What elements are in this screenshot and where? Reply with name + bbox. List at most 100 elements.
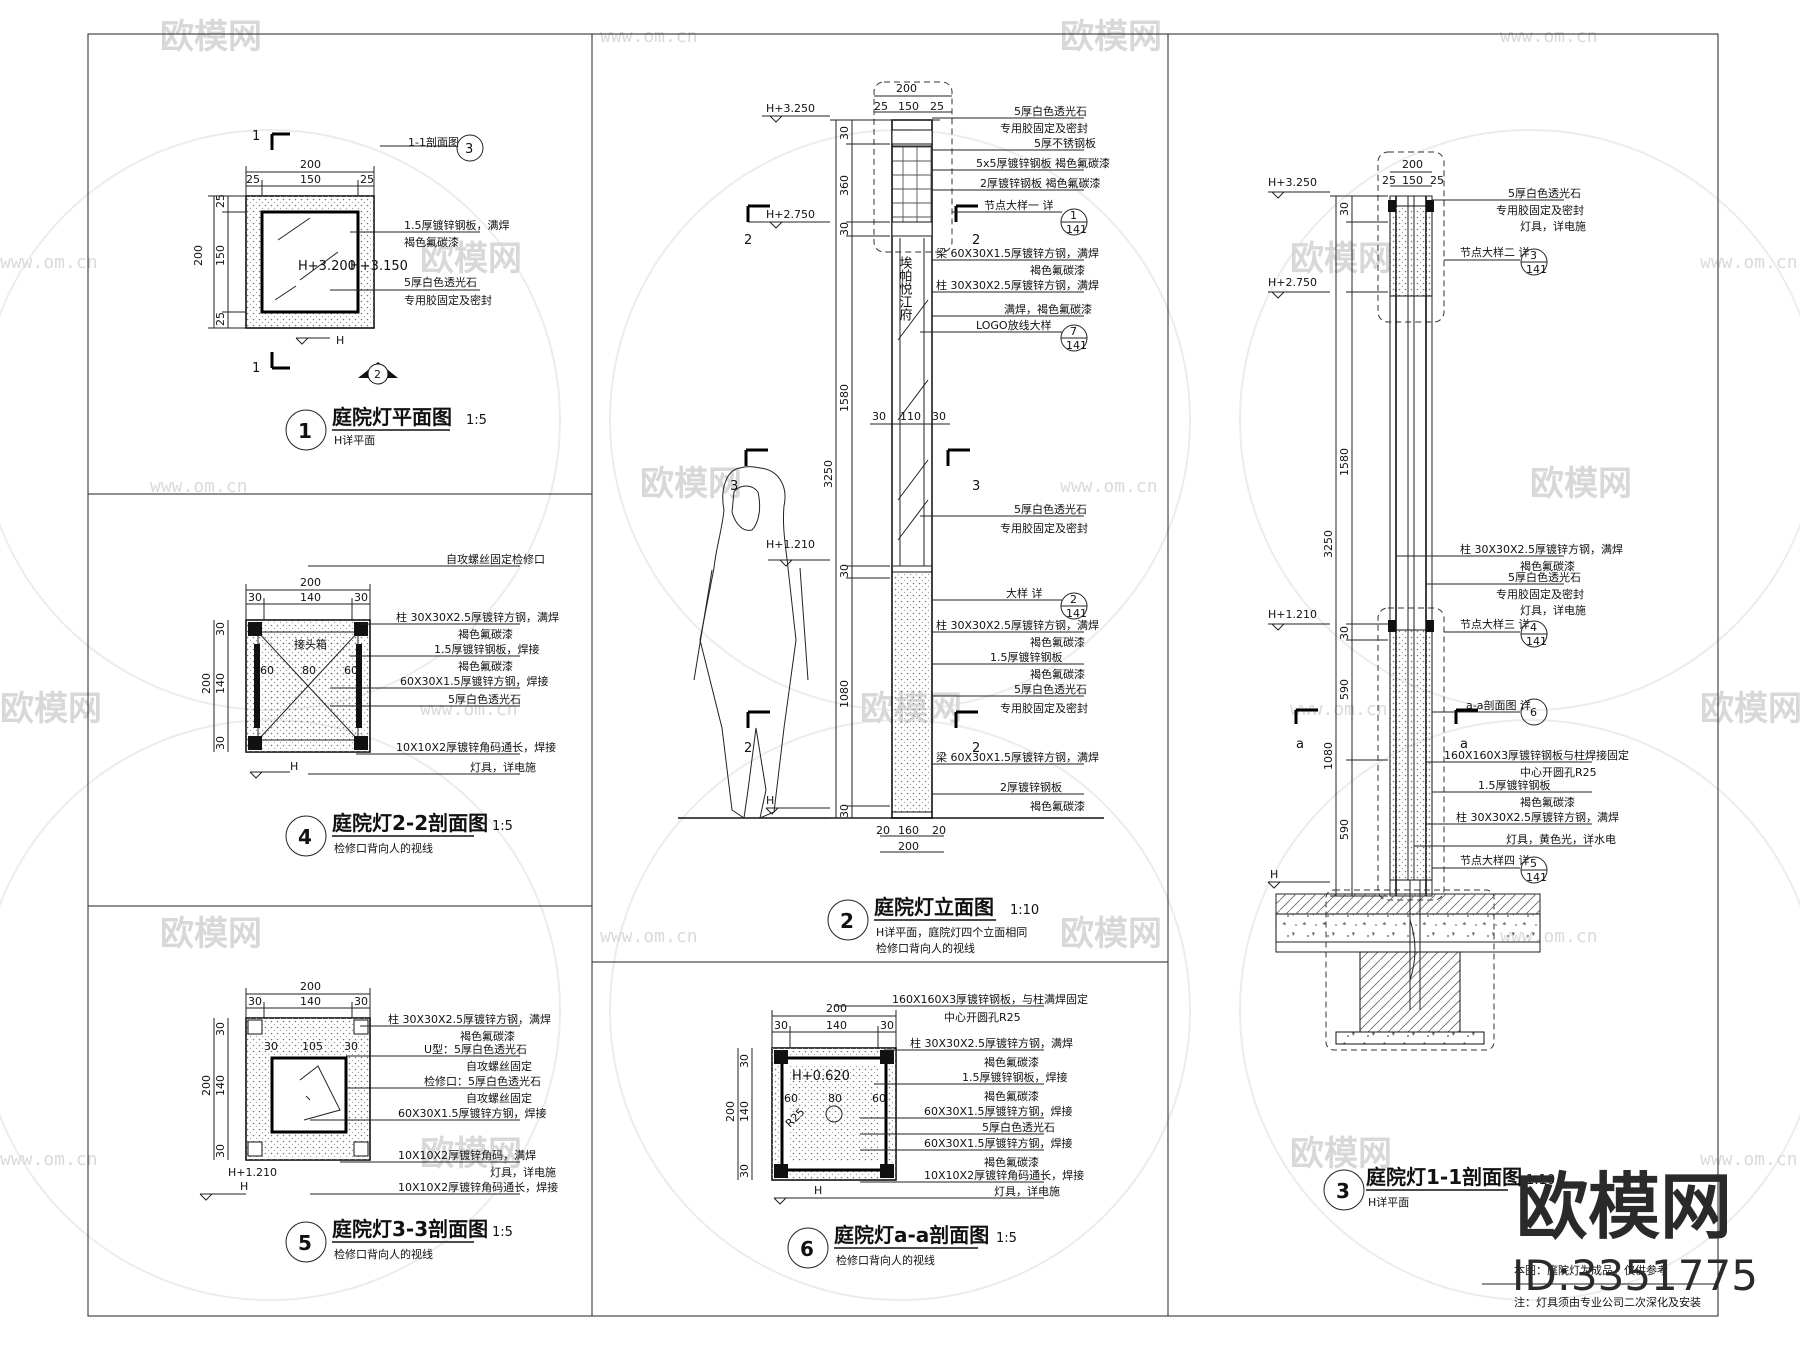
dim-label: 30 — [738, 1164, 751, 1178]
note: 节点大样一 详 — [984, 198, 1054, 212]
dim-label: 140 — [214, 673, 227, 694]
dim-label: 1580 — [1338, 448, 1351, 476]
note: 柱 30X30X2.5厚镀锌方钢，满焊 — [396, 610, 559, 624]
note: 满焊，褐色氟碳漆 — [1004, 302, 1092, 316]
note: 褐色氟碳漆 — [984, 1089, 1039, 1103]
level-label: H+1.210 — [766, 538, 815, 551]
note: 灯具，详电施 — [994, 1184, 1060, 1198]
watermark-brand: 欧模网 — [640, 464, 742, 504]
note: 5厚不锈钢板 — [1034, 136, 1096, 150]
note: 5厚白色透光石 — [404, 275, 477, 289]
cut-mark: a — [1460, 737, 1468, 752]
dim-label: 30 — [774, 1019, 788, 1032]
note: 柱 30X30X2.5厚镀锌方钢，满焊 — [910, 1036, 1073, 1050]
drawing-subtitle: 检修口背向人的视线 — [876, 941, 975, 955]
inner-label: 接头箱 — [294, 637, 327, 651]
note: 160X160X3厚镀锌钢板与柱焊接固定 — [1444, 748, 1629, 762]
drawing-scale: 1:10 — [1526, 1173, 1555, 1188]
note: 大样 详 — [1006, 586, 1043, 600]
watermark-url: www.om.cn — [1700, 252, 1798, 273]
dim-label: 30 — [738, 1054, 751, 1068]
detail-ref: 4 — [1530, 621, 1537, 634]
note: 专用胶固定及密封 — [1000, 521, 1088, 535]
foot-note: 本图：庭院灯为成品，仅供参考 — [1514, 1263, 1668, 1277]
dim-label: 150 — [214, 245, 227, 266]
level-label: H+3.150 — [350, 259, 408, 274]
dim-label: 200 — [300, 980, 321, 993]
watermark-url: www.om.cn — [1290, 699, 1388, 720]
note: 专用胶固定及密封 — [1496, 587, 1584, 601]
drawing-subtitle: 检修口背向人的视线 — [334, 1247, 433, 1261]
note: 5厚白色透光石 — [982, 1120, 1055, 1134]
drawing-scale: 1:5 — [996, 1231, 1017, 1246]
note: 褐色氟碳漆 — [1030, 263, 1085, 277]
dim-label: 80 — [302, 664, 316, 677]
dim-label: 3250 — [1322, 530, 1335, 558]
note: 中心开圆孔R25 — [944, 1011, 1021, 1024]
watermark-url: www.om.cn — [150, 476, 248, 497]
note: 柱 30X30X2.5厚镀锌方钢，满焊 — [936, 278, 1099, 292]
note: U型：5厚白色透光石 — [424, 1042, 527, 1056]
level-label: H+1.210 — [1268, 608, 1317, 621]
dim-label: 140 — [826, 1019, 847, 1032]
drawing-number: 6 — [800, 1237, 814, 1261]
detail-ref: 141 — [1526, 635, 1547, 648]
dim-label: 150 — [898, 100, 919, 113]
dim-label: 25 — [1430, 174, 1444, 187]
note: 褐色氟碳漆 — [1030, 635, 1085, 649]
note: 2厚镀锌钢板 — [1000, 780, 1062, 794]
drawing-title: 庭院灯3-3剖面图 — [332, 1217, 488, 1241]
note: 柱 30X30X2.5厚镀锌方钢，满焊 — [1456, 810, 1619, 824]
note: 褐色氟碳漆 — [404, 235, 459, 249]
note: 梁 60X30X1.5厚镀锌方钢，满焊 — [936, 246, 1099, 260]
level-label: H — [766, 794, 774, 807]
dim-label: 200 — [896, 82, 917, 95]
dim-label: 30 — [1338, 626, 1351, 640]
cut-mark: 3 — [972, 479, 980, 494]
dim-label: 25 — [874, 100, 888, 113]
cut-mark: 2 — [744, 233, 752, 248]
dim-label: 25 — [1382, 174, 1396, 187]
watermark-brand: 欧模网 — [1060, 914, 1162, 954]
drawing-subtitle: H详平面 — [1368, 1195, 1409, 1209]
cut-mark: 3 — [730, 479, 738, 494]
dim-label: 30 — [838, 804, 851, 818]
drawing-subtitle: H详平面，庭院灯四个立面相同 — [876, 925, 1027, 939]
note: 10X10X2厚镀锌角码，满焊 — [398, 1148, 536, 1162]
level-label: H+0.620 — [792, 1069, 850, 1084]
note: 节点大样二 详 — [1460, 245, 1530, 259]
note: 自攻螺丝固定检修口 — [446, 552, 545, 566]
note: 5厚白色透光石 — [1508, 570, 1581, 584]
note: 60X30X1.5厚镀锌方钢，焊接 — [398, 1106, 547, 1120]
level-label: H+2.750 — [1268, 276, 1317, 289]
corner-id: ID:3351775 — [1512, 1251, 1758, 1300]
note: 柱 30X30X2.5厚镀锌方钢，满焊 — [1460, 542, 1623, 556]
watermark-brand: 欧模网 — [1290, 239, 1392, 279]
watermark-brand: 欧模网 — [160, 17, 262, 57]
human-figure — [693, 466, 809, 819]
panel-section-2-2: 200 30 140 30 200 30 140 30 60 80 60 接头箱… — [200, 552, 559, 857]
dim-label: 30 — [344, 1040, 358, 1053]
h-mark: H — [814, 1184, 822, 1197]
watermark-brand: 欧模网 — [1290, 1134, 1392, 1174]
note: 5厚白色透光石 — [1014, 502, 1087, 516]
dim-label: 20 — [876, 824, 890, 837]
dim-label: 30 — [872, 410, 886, 423]
level-label: H — [1270, 868, 1278, 881]
dim-label: 25 — [930, 100, 944, 113]
dim-label: 30 — [1338, 202, 1351, 216]
watermark-brand: 欧模网 — [420, 239, 522, 279]
note: 1.5厚镀锌钢板，焊接 — [962, 1070, 1068, 1084]
note: 160X160X3厚镀锌钢板，与柱满焊固定 — [892, 992, 1088, 1006]
note: 褐色氟碳漆 — [984, 1055, 1039, 1069]
note: 褐色氟碳漆 — [458, 659, 513, 673]
dim-label: 20 — [932, 824, 946, 837]
foot-note: 注：灯具须由专业公司二次深化及安装 — [1514, 1295, 1701, 1309]
watermark-url: www.om.cn — [1060, 476, 1158, 497]
drawing-title: 庭院灯平面图 — [332, 405, 452, 429]
dim-label: 30 — [354, 995, 368, 1008]
dim-label: 30 — [838, 126, 851, 140]
note: 自攻螺丝固定 — [466, 1091, 532, 1105]
dim-label: 30 — [354, 591, 368, 604]
detail-ref: 1 — [1070, 209, 1077, 222]
